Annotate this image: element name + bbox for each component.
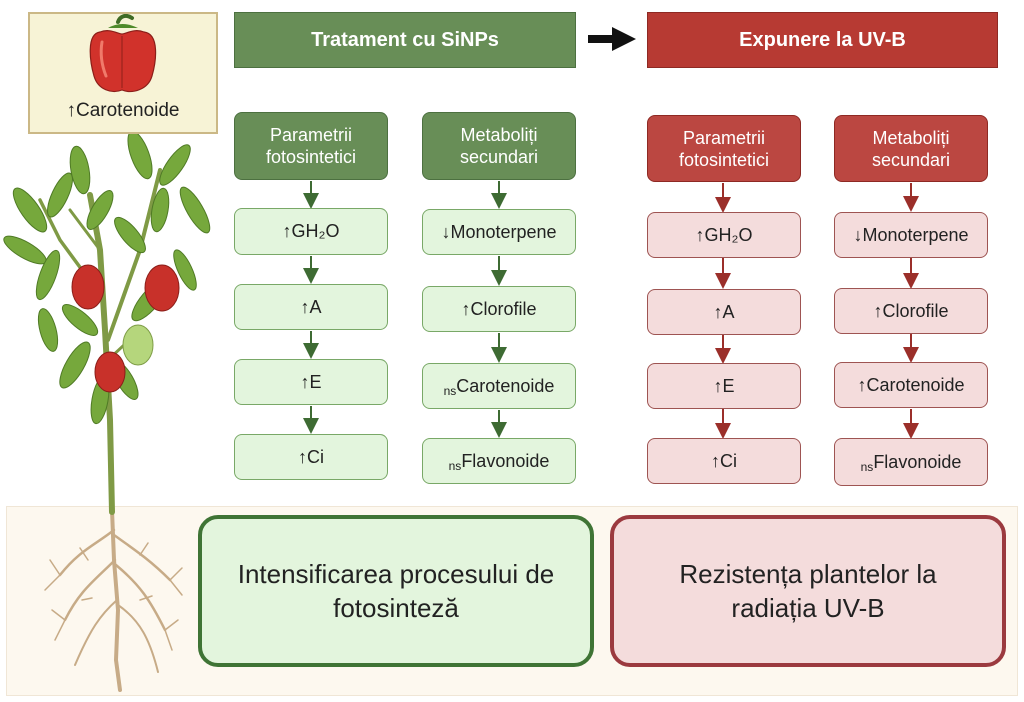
photosynthesis-outcome-text: Intensificarea procesului de fotosinteză [237, 559, 555, 623]
left-ci-box: ↑Ci [234, 434, 388, 480]
left-secondary-metabolites-box: Metaboliți secundari [422, 112, 576, 180]
right-e-box: ↑E [647, 363, 801, 409]
carotenoid-pepper-box: ↑Carotenoide [28, 12, 218, 134]
transition-arrow [588, 27, 636, 51]
left-flavonoid-label: Flavonoide [461, 450, 550, 471]
plant-leaves [3, 130, 211, 425]
plant-roots [44, 508, 183, 692]
right-carotenoid-box: ↑Carotenoide [834, 362, 988, 408]
right-photosynthetic-params-box: Parametrii fotosintetici [647, 115, 801, 182]
right-a-box: ↑A [647, 289, 801, 335]
plant-peppers [71, 264, 180, 393]
left-chlorophyll-box: ↑Clorofile [422, 286, 576, 332]
right-flavonoid-label: Flavonoide [873, 451, 962, 472]
right-ci-box: ↑Ci [647, 438, 801, 484]
right-secondary-metabolites-box: Metaboliți secundari [834, 115, 988, 182]
uvb-exposure-header: Expunere la UV-B [647, 12, 998, 68]
left-gh2o-box: ↑GH₂O [234, 208, 388, 255]
sinps-treatment-header: Tratament cu SiNPs [234, 12, 576, 68]
uvb-resistance-outcome-text: Rezistența plantelor la radiația UV-B [679, 559, 937, 623]
left-photosynthetic-params-box: Parametrii fotosintetici [234, 112, 388, 180]
ns-prefix: ns [448, 459, 462, 473]
bell-pepper-icon [89, 14, 157, 93]
photosynthesis-outcome-box: Intensificarea procesului de fotosinteză [198, 515, 594, 667]
ns-prefix: ns [443, 384, 457, 398]
right-gh2o-box: ↑GH₂O [647, 212, 801, 258]
left-carotenoid-label: Carotenoide [456, 375, 555, 396]
left-e-box: ↑E [234, 359, 388, 405]
right-monoterpene-box: ↓Monoterpene [834, 212, 988, 258]
ns-prefix: ns [860, 460, 874, 474]
left-monoterpene-box: ↓Monoterpene [422, 209, 576, 255]
right-chlorophyll-box: ↑Clorofile [834, 288, 988, 334]
uvb-resistance-outcome-box: Rezistența plantelor la radiația UV-B [610, 515, 1006, 667]
carotenoid-label: ↑Carotenoide [66, 100, 180, 121]
left-a-box: ↑A [234, 284, 388, 330]
